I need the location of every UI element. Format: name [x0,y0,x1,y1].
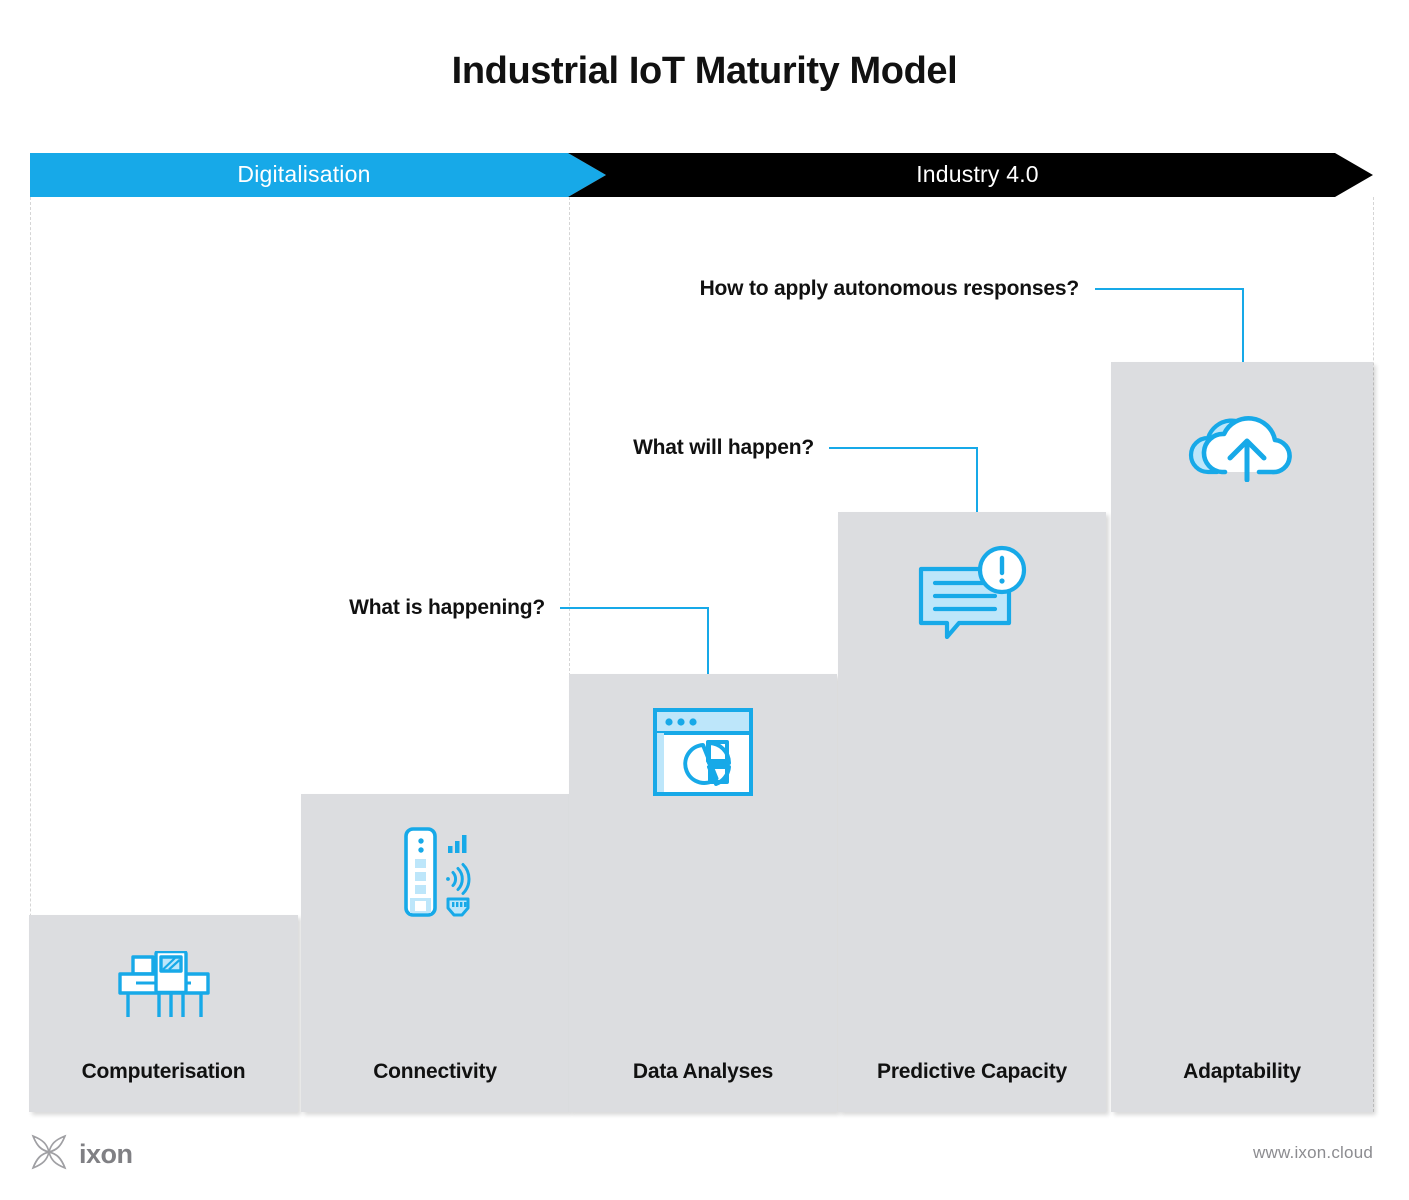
stage-label-predictive-capacity: Predictive Capacity [877,1060,1067,1083]
callout-what-is-happening: What is happening? [349,596,545,619]
page-title: Industrial IoT Maturity Model [451,50,958,92]
callout-how-to-apply-autonomous-responses: How to apply autonomous responses? [699,277,1080,300]
leader-line-horizontal-adaptability [1095,288,1244,290]
leader-line-vertical-data-analyses [707,607,709,675]
alert-speech-bubble-icon [913,545,1031,644]
stage-label-connectivity: Connectivity [373,1060,497,1083]
cloud-upload-icon [1187,400,1297,487]
guide-line-middle [569,197,570,1112]
footer-brand[interactable]: ixon [30,1133,133,1176]
stage-label-data-analyses: Data Analyses [632,1060,774,1083]
leader-line-horizontal-predictive-capacity [829,447,978,449]
guide-line-left [30,197,31,1112]
guide-line-right [1373,197,1374,1112]
stage-bar-predictive-capacity[interactable]: Predictive Capacity [838,512,1106,1112]
stage-bar-adaptability[interactable]: Adaptability [1111,362,1373,1112]
phase-label-digitalisation: Digitalisation [237,161,371,187]
stage-label-computerisation: Computerisation [81,1060,246,1083]
router-connectivity-icon [388,826,482,923]
stage-bar-computerisation[interactable]: Computerisation [29,915,298,1112]
machine-conveyor-icon [115,949,213,1026]
leader-line-vertical-predictive-capacity [976,447,978,513]
stage-label-adaptability: Adaptability [1183,1060,1301,1083]
ixon-wordmark: ixon [79,1139,133,1169]
stage-bar-connectivity[interactable]: Connectivity [301,794,569,1112]
leader-line-horizontal-data-analyses [560,607,709,609]
ixon-star-logo-icon [30,1133,68,1176]
callout-what-will-happen: What will happen? [633,436,814,459]
footer-url[interactable]: www.ixon.cloud [1253,1143,1373,1162]
leader-line-vertical-adaptability [1242,288,1244,363]
phase-label-industry40: Industry 4.0 [916,161,1039,187]
stage-bar-data-analyses[interactable]: Data Analyses [569,674,837,1112]
browser-pie-chart-icon [652,707,754,802]
